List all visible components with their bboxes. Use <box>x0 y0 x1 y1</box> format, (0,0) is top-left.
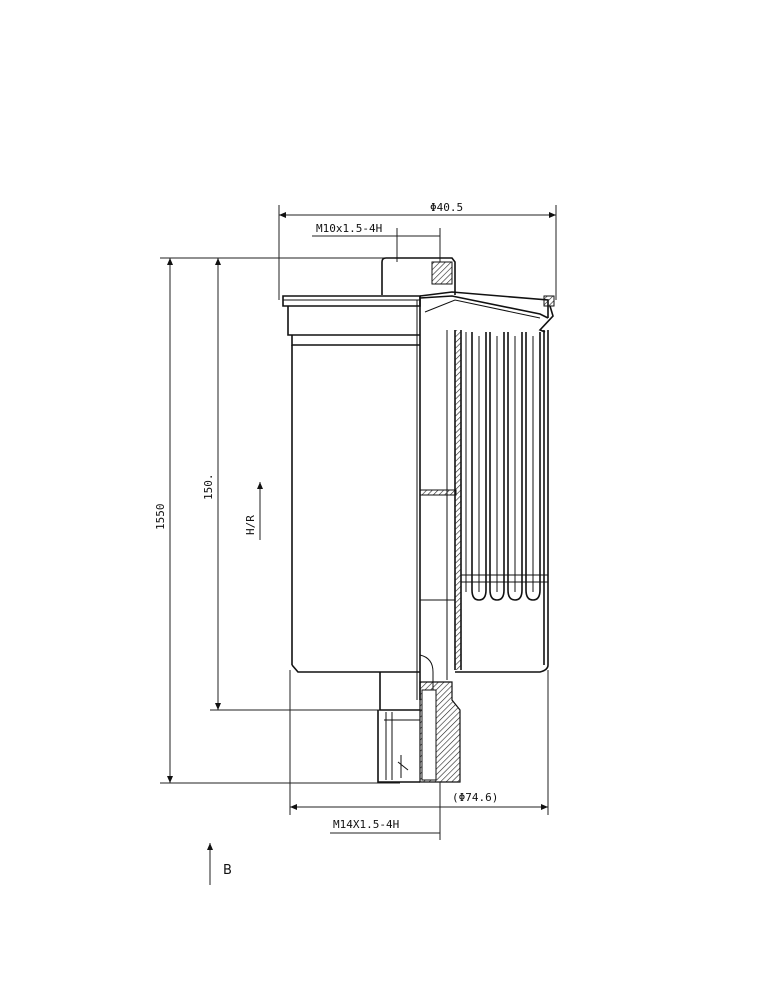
bottom-thread-dimension: M14X1.5-4H <box>330 782 441 840</box>
overall-height-dimension: 1550 <box>154 257 400 784</box>
top-diameter-dimension: Φ40.5 <box>278 201 557 300</box>
inner-height-dimension: 150. <box>202 258 430 711</box>
filter-pleats <box>461 332 548 601</box>
inner-height-label: 150. <box>202 474 215 501</box>
top-thread-dimension: M10x1.5-4H <box>312 222 441 262</box>
bottom-diameter-label: (Φ74.6) <box>452 791 498 804</box>
bottom-thread-label: M14X1.5-4H <box>333 818 399 831</box>
bottom-diameter-dimension: (Φ74.6) <box>289 670 549 815</box>
filter-housing <box>282 257 456 700</box>
top-thread-label: M10x1.5-4H <box>316 222 382 235</box>
bottom-outlet <box>377 672 461 783</box>
filter-section-view <box>419 291 555 680</box>
side-mark-label: H/R <box>244 515 257 535</box>
overall-height-label: 1550 <box>154 504 167 531</box>
view-mark-label: B <box>223 863 232 878</box>
view-mark-b: B <box>207 843 232 885</box>
top-diameter-label: Φ40.5 <box>430 201 463 214</box>
flow-direction-mark: H/R <box>244 482 263 540</box>
